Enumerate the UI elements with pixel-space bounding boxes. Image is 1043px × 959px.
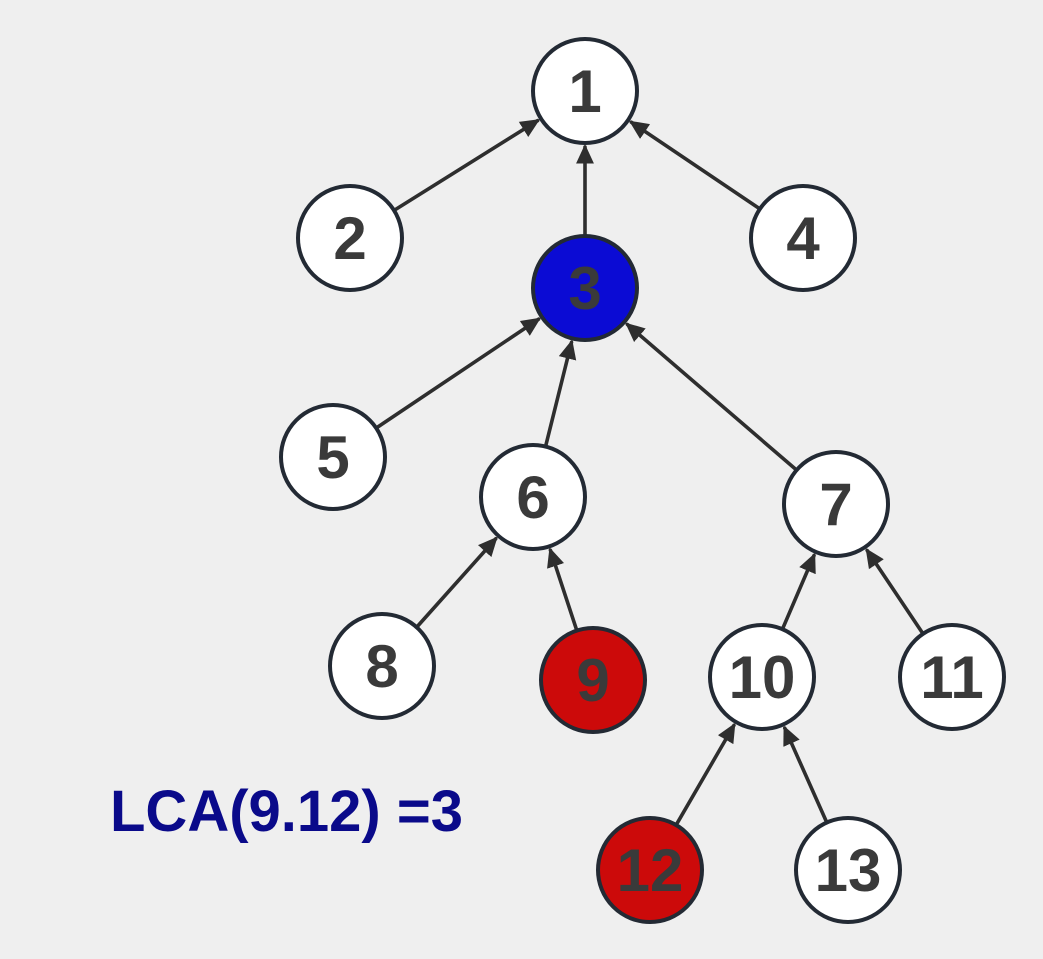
tree-node-8: 8 — [328, 612, 436, 720]
tree-node-circle-2 — [296, 184, 404, 292]
tree-node-label-10: 10 — [729, 644, 796, 711]
tree-node-circle-13 — [794, 816, 902, 924]
tree-node-6: 6 — [479, 443, 587, 551]
tree-node-label-9: 9 — [576, 647, 609, 714]
tree-node-label-7: 7 — [819, 471, 852, 538]
tree-node-label-13: 13 — [815, 837, 882, 904]
tree-edge-12-10 — [674, 722, 736, 827]
tree-node-circle-11 — [898, 623, 1006, 731]
tree-node-13: 13 — [794, 816, 902, 924]
tree-node-circle-1 — [531, 37, 639, 145]
tree-node-label-4: 4 — [786, 205, 820, 272]
tree-node-circle-8 — [328, 612, 436, 720]
tree-node-11: 11 — [898, 623, 1006, 731]
tree-edge-11-7 — [865, 548, 925, 635]
tree-node-label-12: 12 — [617, 837, 684, 904]
tree-node-7: 7 — [782, 450, 890, 558]
edges-layer — [375, 118, 925, 827]
tree-node-circle-7 — [782, 450, 890, 558]
tree-node-label-5: 5 — [316, 424, 349, 491]
tree-node-circle-3 — [531, 234, 639, 342]
tree-node-3: 3 — [531, 234, 639, 342]
tree-node-label-8: 8 — [365, 633, 398, 700]
tree-node-label-2: 2 — [333, 205, 366, 272]
tree-node-4: 4 — [749, 184, 857, 292]
tree-edge-5-3 — [375, 317, 541, 430]
tree-node-2: 2 — [296, 184, 404, 292]
tree-edge-7-3 — [625, 322, 798, 472]
tree-node-circle-9 — [539, 626, 647, 734]
tree-node-9: 9 — [539, 626, 647, 734]
tree-edge-13-10 — [782, 725, 829, 824]
tree-node-label-11: 11 — [920, 644, 983, 711]
tree-node-circle-6 — [479, 443, 587, 551]
tree-edge-8-6 — [415, 536, 498, 629]
tree-node-1: 1 — [531, 37, 639, 145]
tree-node-circle-4 — [749, 184, 857, 292]
tree-node-10: 10 — [708, 623, 816, 731]
tree-edge-6-3 — [543, 339, 577, 448]
tree-node-5: 5 — [279, 403, 387, 511]
tree-node-circle-10 — [708, 623, 816, 731]
lca-result-label: LCA(9.12) =3 — [110, 779, 463, 844]
tree-node-label-6: 6 — [516, 464, 549, 531]
tree-edge-2-1 — [393, 118, 540, 212]
tree-edge-9-6 — [547, 547, 579, 632]
tree-node-circle-12 — [596, 816, 704, 924]
tree-edge-4-1 — [628, 120, 761, 211]
tree-edge-10-7 — [780, 552, 816, 631]
tree-node-label-3: 3 — [568, 255, 601, 322]
tree-node-circle-5 — [279, 403, 387, 511]
tree-node-label-1: 1 — [568, 58, 601, 125]
tree-node-12: 12 — [596, 816, 704, 924]
